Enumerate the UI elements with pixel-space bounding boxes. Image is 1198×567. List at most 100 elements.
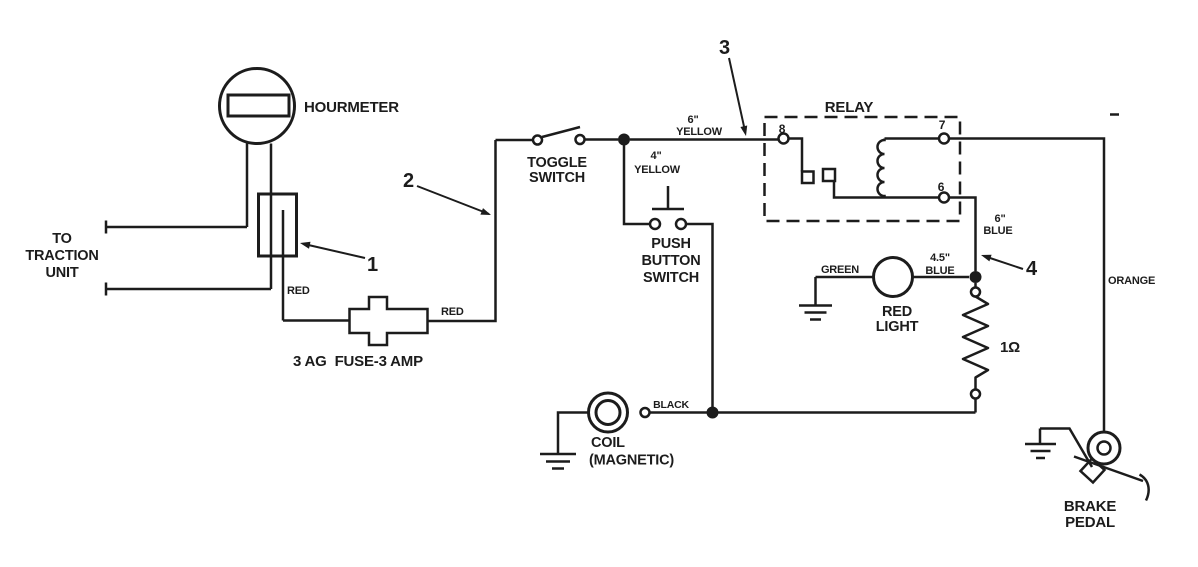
coil-label-line1: COIL [591, 435, 625, 451]
traction-label-line2: TRACTION [25, 248, 98, 264]
relay-contact-left-icon [800, 170, 815, 185]
toggle-label-line1: TOGGLE [527, 155, 587, 171]
yellow-wire-6in-color: YELLOW [676, 126, 723, 138]
hourmeter: HOURMETER [218, 67, 399, 227]
ground-icon [540, 452, 576, 470]
yellow-wire-4in-length: 4" [651, 150, 662, 162]
pushbutton-wire-out [686, 222, 714, 413]
relay-terminal-8-label: 8 [779, 122, 786, 136]
relay-enclosure [763, 115, 962, 223]
blue-wire-6in-segment [949, 196, 977, 271]
blue-wire-45-length: 4.5" [930, 252, 950, 264]
brake-ground-stem [1038, 427, 1094, 468]
blue-wire-6in-color: BLUE [983, 225, 1012, 237]
toggle-switch: TOGGLE SWITCH 2 [403, 125, 618, 215]
black-wire-label: BLACK [653, 399, 689, 411]
yellow-wire-6in-length: 6" [688, 114, 699, 126]
brake-pedal-label-line1: BRAKE [1064, 498, 1117, 515]
callout-2-number: 2 [403, 170, 414, 192]
brake-pedal-arm-icon [1073, 455, 1144, 483]
red-wire-out [427, 140, 497, 323]
orange-wire-segment [949, 137, 1106, 432]
relay-coil-icon [876, 138, 886, 198]
traction-label-line3: UNIT [45, 265, 78, 281]
connector-block: 1 [257, 192, 378, 321]
red-light-label-line2: LIGHT [876, 319, 919, 335]
coil-outer-icon [587, 391, 629, 434]
fuse-label: 3 AG FUSE-3 AMP [293, 353, 423, 370]
red-light-label-line1: RED [882, 304, 912, 320]
yellow-wire-6in: 6" YELLOW 3 [618, 37, 779, 146]
pushbutton-terminal-left [648, 217, 662, 231]
fuse-circuit: RED 3 AG FUSE-3 AMP RED [283, 140, 497, 370]
ground-icon [799, 304, 832, 321]
toggle-terminal-right [574, 133, 586, 146]
resistor-zigzag-icon [961, 295, 990, 390]
red-wire-in-label: RED [287, 285, 310, 297]
callout-1-arrow-icon [300, 241, 311, 249]
magnetic-coil: BLACK COIL (MAGNETIC) [540, 391, 976, 470]
callout-2-line [416, 185, 490, 215]
resistor-value-label: 1Ω [1000, 339, 1020, 356]
fuse-icon [348, 295, 429, 347]
pushbutton-label-line3: SWITCH [643, 270, 699, 286]
relay-terminal-6-label: 6 [938, 180, 945, 194]
connector-block-outline [257, 192, 298, 258]
relay-contact-wire [788, 137, 804, 172]
hourmeter-label: HOURMETER [304, 99, 399, 116]
brake-pedal-circuit: ORANGE BRAKE PEDAL [949, 113, 1155, 531]
pushbutton-label-line1: PUSH [651, 236, 691, 252]
callout-3-arrow-icon [740, 125, 748, 136]
resistor: 1Ω [961, 271, 1020, 413]
coil-terminal [639, 406, 651, 419]
coil-inner-icon [594, 399, 622, 426]
callout-4-arrow-icon [981, 254, 992, 262]
relay-terminal-7 [937, 132, 951, 145]
green-wire-label: GREEN [821, 264, 859, 276]
hourmeter-display-window [226, 93, 291, 118]
coil-ground-stem [556, 411, 589, 454]
callout-4-number: 4 [1026, 258, 1038, 280]
relay: RELAY 8 7 6 [763, 99, 962, 223]
relay-label: RELAY [825, 99, 874, 116]
resistor-terminal-top [969, 286, 982, 298]
toggle-terminal-left [531, 134, 544, 146]
traction-unit-connection: TO TRACTION UNIT [25, 220, 271, 296]
brake-pedal-pivot-icon [1078, 456, 1107, 485]
pushbutton-terminal-right [674, 217, 688, 231]
red-light: GREEN 4.5" BLUE RED LIGHT [799, 252, 969, 335]
orange-wire-label: ORANGE [1108, 275, 1155, 287]
hourmeter-gauge-icon [218, 67, 296, 145]
red-light-lamp-icon [872, 256, 914, 298]
callout-1-number: 1 [367, 254, 378, 276]
toggle-label-line2: SWITCH [529, 170, 585, 186]
yellow-wire-4in-segment [622, 139, 649, 226]
relay-contact-right-icon [821, 167, 837, 183]
push-button-switch: 4" YELLOW PUSH BUTTON SWITCH [622, 139, 714, 413]
traction-label-line1: TO [52, 231, 71, 247]
junction-dot-blue [969, 271, 982, 283]
toggle-lever-icon [541, 125, 581, 139]
callout-2-arrow-icon [480, 208, 491, 215]
red-wire-out-label: RED [441, 306, 464, 318]
brake-pedal-label-line2: PEDAL [1065, 514, 1115, 531]
brake-switch-outer-icon [1086, 430, 1122, 466]
pushbutton-label-line2: BUTTON [642, 253, 701, 269]
relay-terminal-7-label: 7 [939, 118, 946, 132]
relay-contact-to-coil-wire [832, 181, 885, 199]
brake-switch-inner-icon [1096, 440, 1112, 456]
callout-1-line [303, 243, 366, 259]
relay-terminal-6 [937, 191, 951, 204]
brake-pedal-pad-icon [1138, 473, 1150, 502]
blue-wire-45-color: BLUE [925, 265, 954, 277]
callout-3-line [728, 57, 746, 132]
junction-dot-black [706, 406, 719, 419]
callout-3-number: 3 [719, 37, 730, 59]
ground-icon [1025, 442, 1056, 460]
blue-wire-6in-length: 6" [995, 213, 1006, 225]
coil-label-line2: (MAGNETIC) [589, 453, 674, 469]
blue-wire-6in: 6" BLUE 4 [949, 196, 1038, 280]
callout-4-line [983, 255, 1024, 270]
